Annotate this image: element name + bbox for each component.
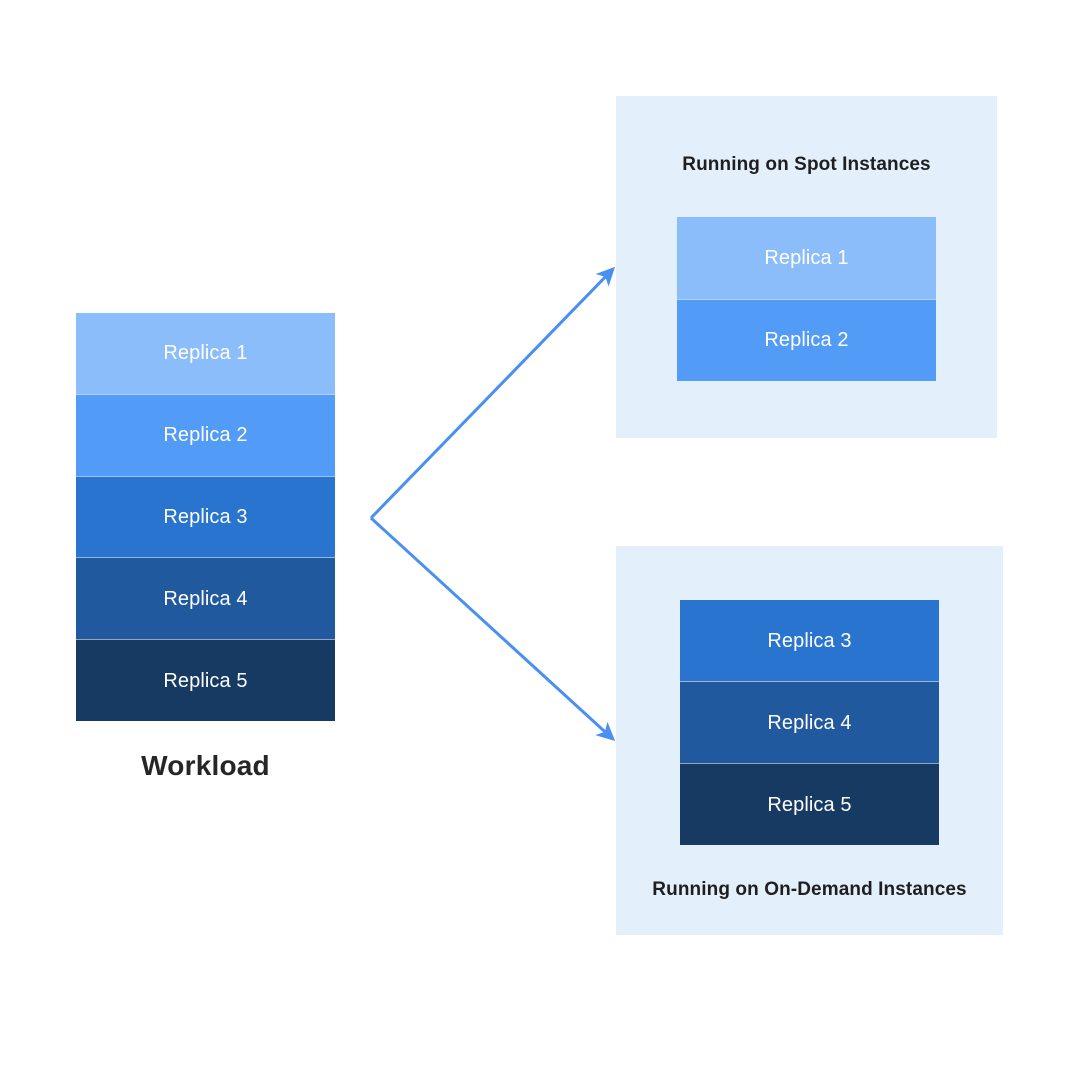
on-demand-replica-stack: Replica 3 Replica 4 Replica 5 — [680, 600, 939, 845]
workload-group: Replica 1 Replica 2 Replica 3 Replica 4 … — [76, 313, 335, 782]
on-demand-replica-4[interactable]: Replica 4 — [680, 681, 939, 763]
workload-label: Workload — [141, 750, 270, 781]
on-demand-instances-title: Running on On-Demand Instances — [652, 879, 967, 900]
workload-replica-1[interactable]: Replica 1 — [76, 313, 335, 394]
workload-replica-5[interactable]: Replica 5 — [76, 639, 335, 721]
on-demand-replica-3[interactable]: Replica 3 — [680, 600, 939, 681]
workload-replica-stack: Replica 1 Replica 2 Replica 3 Replica 4 … — [76, 313, 335, 721]
workload-replica-4[interactable]: Replica 4 — [76, 557, 335, 640]
spot-replica-1[interactable]: Replica 1 — [677, 217, 936, 299]
workload-replica-2[interactable]: Replica 2 — [76, 393, 335, 476]
arrow-to-on-demand-line — [369, 516, 616, 742]
spot-instances-title: Running on Spot Instances — [682, 154, 931, 175]
spot-instances-panel: Running on Spot Instances Replica 1 Repl… — [616, 96, 997, 438]
workload-replica-3[interactable]: Replica 3 — [76, 475, 335, 558]
on-demand-instances-panel: Replica 3 Replica 4 Replica 5 Running on… — [616, 546, 1003, 935]
spot-replica-2[interactable]: Replica 2 — [677, 298, 936, 381]
arrow-to-spot-line — [369, 266, 616, 520]
spot-replica-stack: Replica 1 Replica 2 — [677, 217, 936, 381]
on-demand-replica-5[interactable]: Replica 5 — [680, 763, 939, 845]
